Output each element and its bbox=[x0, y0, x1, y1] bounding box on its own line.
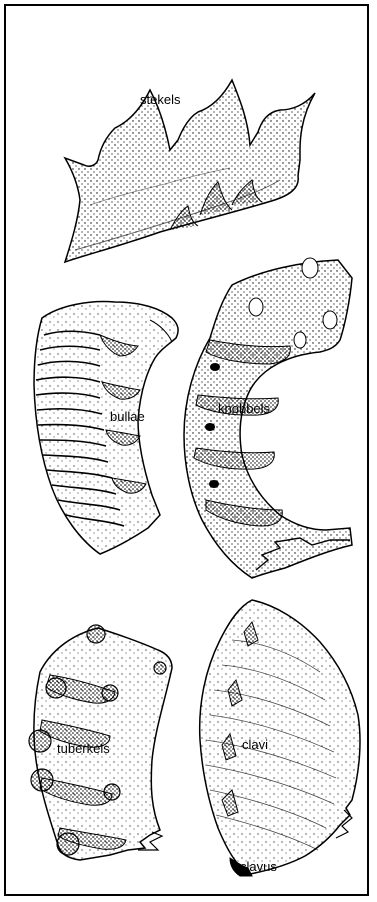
fragment-stekels bbox=[65, 80, 315, 262]
label-clavus: clavus bbox=[240, 860, 277, 873]
fragment-clavi bbox=[200, 600, 360, 876]
label-stekels: stekels bbox=[140, 93, 180, 106]
label-bullae: bullae bbox=[110, 410, 145, 423]
label-clavi: clavi bbox=[242, 738, 268, 751]
label-tuberkels: tuberkels bbox=[57, 742, 110, 755]
fragment-knobbels bbox=[184, 258, 352, 578]
fragment-bullae bbox=[34, 302, 178, 554]
label-knobbels: knobbels bbox=[218, 402, 270, 415]
